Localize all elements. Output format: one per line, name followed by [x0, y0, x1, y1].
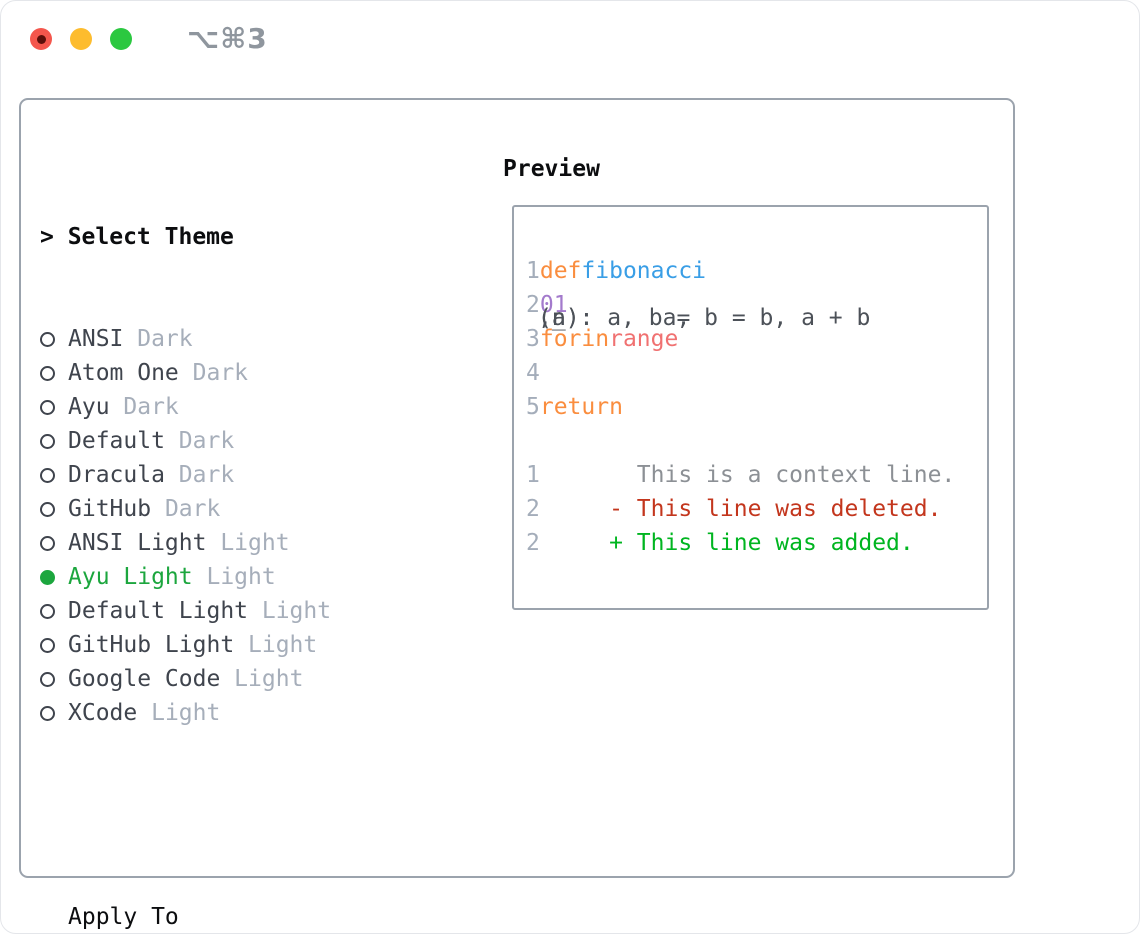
- code-token-kw: in: [581, 326, 610, 352]
- theme-option-atom-one[interactable]: Atom One Dark: [40, 356, 428, 390]
- radio-icon: [40, 365, 55, 381]
- line-number: 2: [526, 496, 540, 522]
- radio-icon: [40, 637, 55, 653]
- radio-icon: [40, 331, 55, 347]
- theme-option-xcode[interactable]: XCode Light: [40, 696, 428, 730]
- theme-variant-label: Dark: [151, 496, 221, 522]
- code-token-lit: 1: [553, 292, 568, 318]
- zoom-button[interactable]: [110, 28, 132, 50]
- radio-icon: [40, 433, 55, 449]
- line-number: 2: [526, 530, 540, 556]
- theme-option-ansi-light[interactable]: ANSI Light Light: [40, 526, 428, 560]
- spacer: [40, 798, 428, 832]
- theme-variant-label: Dark: [123, 326, 193, 352]
- code-token-ctx: This is a context line.: [539, 462, 956, 488]
- keyboard-shortcut-label: ⌥⌘3: [187, 22, 268, 55]
- theme-option-label: GitHub Light: [68, 632, 235, 658]
- radio-selected-icon: [40, 569, 55, 585]
- code-token-fn: fibonacci: [581, 258, 707, 284]
- code-line: 2 + This line was added.: [526, 526, 955, 560]
- line-number: 3: [526, 326, 540, 352]
- code-token-del: - This line was deleted.: [539, 496, 942, 522]
- radio-icon: [40, 603, 55, 619]
- theme-option-label: ANSI Light: [68, 530, 207, 556]
- theme-option-label: Ayu: [68, 394, 110, 420]
- code-token-lit: 0: [539, 292, 554, 318]
- theme-option-default[interactable]: Default Dark: [40, 424, 428, 458]
- code-token-code: a, b = b, a + b: [538, 305, 871, 331]
- code-token-kw: return: [539, 394, 623, 420]
- theme-option-label: Default: [68, 428, 165, 454]
- theme-option-label: Ayu Light: [68, 564, 193, 590]
- minimize-button[interactable]: [70, 28, 92, 50]
- code-token-code: _: [538, 305, 580, 331]
- code-token-code: (n):: [538, 305, 594, 331]
- select-theme-header: > Select Theme: [40, 224, 234, 250]
- radio-icon: [40, 535, 55, 551]
- line-number: 5: [526, 394, 540, 420]
- code-blank-line: [526, 424, 955, 458]
- titlebar: ⌥⌘3: [1, 1, 1139, 77]
- code-line: 1 def fibonacci (n):: [526, 254, 955, 331]
- code-line: 4 a, b = b, a + b: [526, 305, 955, 390]
- line-number: 1: [526, 258, 540, 284]
- code-line: 1 This is a context line.: [526, 458, 955, 492]
- theme-option-label: Atom One: [68, 360, 179, 386]
- unsaved-indicator-icon: [36, 34, 46, 44]
- theme-option-label: ANSI: [68, 326, 124, 352]
- code-token-kw: def: [539, 258, 582, 284]
- theme-option-google-code[interactable]: Google Code Light: [40, 662, 428, 696]
- code-token-code: a, b =: [538, 305, 705, 331]
- theme-option-ayu[interactable]: Ayu Dark: [40, 390, 428, 424]
- theme-option-ayu-light[interactable]: Ayu Light Light: [40, 560, 428, 594]
- line-number: 2: [526, 292, 540, 318]
- code-line: 2 - This line was deleted.: [526, 492, 955, 526]
- theme-variant-label: Light: [206, 530, 290, 556]
- code-token-code: a: [538, 305, 566, 331]
- theme-variant-label: Light: [137, 700, 221, 726]
- theme-variant-label: Light: [234, 632, 318, 658]
- code-token-add: + This line was added.: [539, 530, 914, 556]
- theme-option-label: Dracula: [68, 462, 165, 488]
- theme-variant-label: Light: [192, 564, 276, 590]
- radio-icon: [40, 705, 55, 721]
- code-token-code: ,: [538, 305, 566, 331]
- theme-option-github-light[interactable]: GitHub Light Light: [40, 628, 428, 662]
- code-token-builtin: range: [609, 326, 679, 352]
- theme-option-label: GitHub: [68, 496, 152, 522]
- code-token-kw: for: [539, 326, 582, 352]
- code-line: 5 return a: [526, 305, 955, 424]
- theme-option-label: Google Code: [68, 666, 221, 692]
- radio-icon: [40, 399, 55, 415]
- theme-option-github[interactable]: GitHub Dark: [40, 492, 428, 526]
- code-line: 2 a, b = 0, 1: [526, 288, 955, 331]
- theme-option-label: Default Light: [68, 598, 249, 624]
- code-token-code: (n):: [538, 305, 594, 331]
- theme-option-ansi[interactable]: ANSI Dark: [40, 322, 428, 356]
- preview-header: Preview: [503, 156, 600, 182]
- theme-option-label: XCode: [68, 700, 138, 726]
- apply-to-header: Apply To: [68, 904, 179, 930]
- theme-variant-label: Dark: [109, 394, 179, 420]
- line-number: 1: [526, 462, 540, 488]
- radio-icon: [40, 671, 55, 687]
- theme-variant-label: Dark: [164, 428, 235, 454]
- line-number: 4: [526, 360, 540, 386]
- radio-icon: [40, 501, 55, 517]
- code-line: 3 for _ in range (n):: [526, 305, 955, 356]
- theme-option-dracula[interactable]: Dracula Dark: [40, 458, 428, 492]
- theme-variant-label: Dark: [178, 360, 249, 386]
- theme-variant-label: Dark: [164, 462, 235, 488]
- theme-variant-label: Light: [248, 598, 332, 624]
- theme-option-default-light[interactable]: Default Light Light: [40, 594, 428, 628]
- radio-icon: [40, 467, 55, 483]
- close-button[interactable]: [30, 28, 52, 50]
- theme-variant-label: Light: [220, 666, 304, 692]
